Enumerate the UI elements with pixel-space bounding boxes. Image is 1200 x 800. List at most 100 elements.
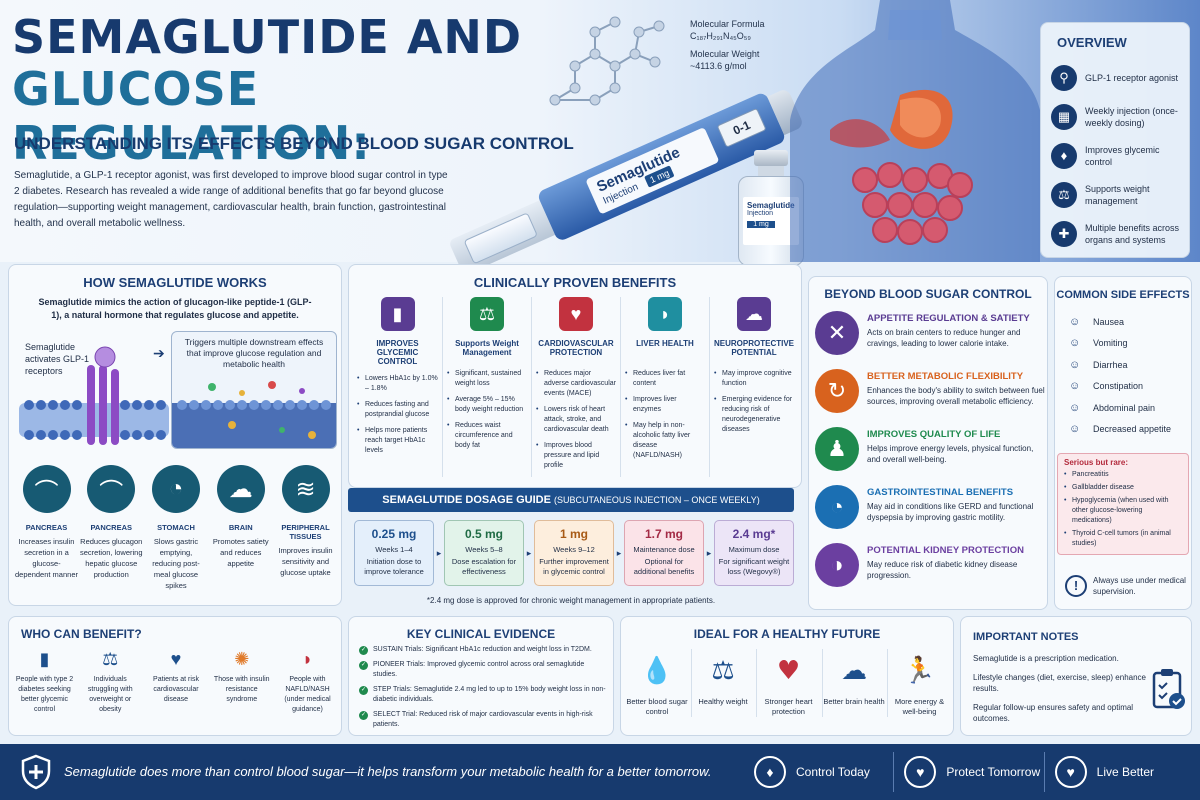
clinical-bullet: Improves blood pressure and lipid profil… (536, 441, 616, 471)
person-icon: ♟ (815, 427, 859, 471)
heart-pulse-icon: ♥ (170, 649, 182, 669)
beyond-panel: BEYOND BLOOD SUGAR CONTROL ✕APPETITE REG… (808, 276, 1048, 610)
beyond-item-title: POTENTIAL KIDNEY PROTECTION (867, 545, 1024, 556)
clinical-column: ⚖Supports Weight ManagementSignificant, … (442, 297, 531, 477)
receptor-icon: ⚲ (1051, 64, 1077, 91)
molecule-info: Molecular Formula C₁₈₇H₂₉₁N₄₅O₅₉ Molecul… (690, 18, 800, 72)
kidney-icon: ◑ (815, 543, 859, 587)
running-person-icon: 🏃 (903, 656, 936, 686)
future-item-label: Healthy weight (698, 697, 748, 706)
note-item: Semaglutide is a prescription medication… (973, 654, 1119, 663)
organ-desc: Improves insulin sensitivity and glucose… (278, 546, 333, 577)
future-item-label: Better brain health (823, 697, 885, 706)
beyond-title: BEYOND BLOOD SUGAR CONTROL (824, 287, 1032, 301)
overview-item: ✚Multiple benefits across organs and sys… (1051, 214, 1181, 253)
glucose-drop-icon: ♦ (1051, 142, 1077, 169)
diarrhea-icon: ☺ (1069, 358, 1081, 371)
dose-arrow-icon: ▸ (526, 547, 532, 558)
evidence-text: PIONEER Trials: Improved glycemic contro… (373, 661, 585, 678)
evidence-text: STEP Trials: Semaglutide 2.4 mg led to u… (373, 686, 606, 703)
appetite-icon: ☺ (1069, 423, 1081, 436)
organ-name: BRAIN (228, 523, 253, 532)
dose-amount: 1 mg (559, 527, 588, 541)
dosage-panel: SEMAGLUTIDE DOSAGE GUIDE (SUBCUTANEOUS I… (348, 488, 802, 610)
clinical-columns: ▮IMPROVES GLYCEMIC CONTROLLowers HbA1c b… (353, 297, 799, 477)
beyond-item-desc: May reduce risk of diabetic kidney disea… (867, 560, 1018, 580)
who-panel: WHO CAN BENEFIT? ▮People with type 2 dia… (8, 616, 342, 736)
evidence-title: KEY CLINICAL EVIDENCE (406, 627, 556, 641)
formula-value: C₁₈₇H₂₉₁N₄₅O₅₉ (690, 31, 751, 41)
clinical-benefits-panel: CLINICALLY PROVEN BENEFITS ▮IMPROVES GLY… (348, 264, 802, 488)
future-item: 🏃More energy & well-being (887, 649, 951, 717)
evidence-item: ✓ SUSTAIN Trials: Significant HbA1c reduc… (359, 645, 609, 655)
dosage-title-bar: SEMAGLUTIDE DOSAGE GUIDE (SUBCUTANEOUS I… (348, 488, 794, 512)
clinical-column-title: NEUROPROTECTIVE POTENTIAL (714, 339, 795, 357)
clinical-bullet: Improves liver enzymes (625, 395, 705, 415)
clinical-bullet: May improve cognitive function (714, 369, 794, 389)
heart-icon: ♥ (559, 297, 593, 331)
side-effect-item: ☺Abdominal pain (1069, 397, 1191, 419)
rare-box: Serious but rare: PancreatitisGallbladde… (1057, 453, 1189, 555)
future-item: ☁Better brain health (821, 649, 886, 717)
beyond-item: ◑ POTENTIAL KIDNEY PROTECTION May reduce r… (815, 543, 1045, 601)
glucose-meter-icon: ▮ (39, 649, 50, 669)
beyond-item-title: GASTROINTESTINAL BENEFITS (867, 487, 1014, 498)
who-item-label: Those with insulin resistance syndrome (213, 676, 270, 703)
drop-shield-icon: ♦ (754, 756, 786, 788)
footer-badge-label: Control Today (796, 765, 870, 779)
warning-icon: ! (1065, 575, 1087, 597)
clinical-bullet: Reduces liver fat content (625, 369, 705, 389)
evidence-item: ✓ STEP Trials: Semaglutide 2.4 mg led to … (359, 685, 609, 705)
stomach-icon: ◔ (815, 485, 859, 529)
dose-desc: Dose escalation for effectiveness (451, 557, 517, 576)
who-item-label: People with type 2 diabetes seeking bett… (15, 676, 74, 713)
how-it-works-panel: HOW SEMAGLUTIDE WORKS Semaglutide mimics… (8, 264, 342, 606)
evidence-text: SUSTAIN Trials: Significant HbA1c reduct… (373, 646, 592, 653)
beyond-item-title: APPETITE REGULATION & SATIETY (867, 313, 1030, 324)
liver-icon: ◗ (302, 649, 313, 669)
clinical-column-title: IMPROVES GLYCEMIC CONTROL (376, 339, 419, 366)
dose-weeks: Maximum dose (728, 545, 780, 554)
beyond-item-title: IMPROVES QUALITY OF LIFE (867, 429, 1001, 440)
beyond-item-desc: Enhances the body's ability to switch be… (867, 386, 1045, 406)
brain-icon: ☁ (737, 297, 771, 331)
dose-amount: 0.25 mg (371, 527, 417, 541)
overview-item: ⚖Supports weight management (1051, 175, 1181, 214)
shield-plus-icon (21, 754, 51, 790)
rare-title: Serious but rare: (1064, 458, 1129, 467)
dose-weeks: Weeks 1–4 (375, 545, 413, 554)
arrow-icon: ➔ (153, 345, 165, 361)
clinical-bullet: Reduces fasting and postprandial glucose (357, 400, 438, 420)
clinical-bullet: Lowers HbA1c by 1.0% – 1.8% (357, 374, 438, 394)
dose-desc: Initiation dose to improve tolerance (364, 557, 424, 576)
check-circle-icon: ✓ (359, 686, 368, 695)
check-circle-icon: ✓ (359, 646, 368, 655)
page-subtitle: UNDERSTANDING ITS EFFECTS BEYOND BLOOD S… (14, 134, 574, 153)
side-effect-label: Abdominal pain (1093, 402, 1156, 413)
clinical-bullet: Reduces major adverse cardiovascular eve… (536, 369, 616, 399)
evidence-item: ✓SELECT Trial: Reduced risk of major car… (359, 710, 609, 730)
beyond-item-text: POTENTIAL KIDNEY PROTECTION May reduce ri… (867, 543, 1045, 601)
weight-label: Molecular Weight (690, 49, 760, 59)
footer-badge: ♥Live Better (1043, 752, 1194, 792)
clinical-column-list: Significant, sustained weight lossAverag… (447, 369, 527, 451)
clinical-column: ♥CARDIOVASCULAR PROTECTIONReduces major … (531, 297, 620, 477)
vial-dose: 1 mg (747, 221, 775, 228)
dose-arrow-icon: ▸ (436, 547, 442, 558)
dose-weeks: Weeks 5–8 (465, 545, 503, 554)
future-row: 💧Better blood sugar control⚖Healthy weig… (625, 649, 951, 717)
fork-knife-icon: ✕ (815, 311, 859, 355)
rare-item: Hypoglycemia (when used with other gluco… (1064, 496, 1182, 526)
dose-arrow-icon: ▸ (616, 547, 622, 558)
evidence-item: ✓PIONEER Trials: Improved glycemic contr… (359, 660, 609, 680)
how-desc: Semaglutide mimics the action of glucago… (38, 297, 312, 320)
dose-desc: For significant weight loss (Wegovy®) (718, 557, 790, 576)
